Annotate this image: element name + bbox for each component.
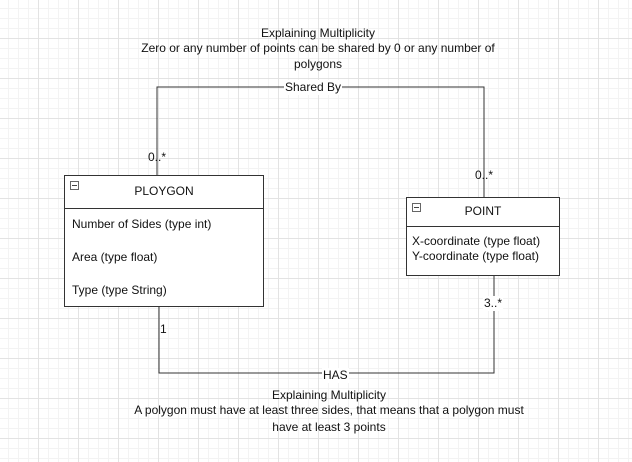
- shared-by-polygon-multiplicity: 0..*: [148, 150, 167, 164]
- top-note-title: Explaining Multiplicity: [260, 26, 376, 40]
- polygon-class-name: PLOYGON: [134, 184, 194, 198]
- polygon-attribute-sides[interactable]: Number of Sides (type int): [72, 217, 212, 231]
- point-class-header: POINT: [407, 198, 559, 227]
- point-attribute-x[interactable]: X-coordinate (type float): [412, 234, 541, 248]
- point-class[interactable]: POINT X-coordinate (type float) Y-coordi…: [406, 197, 560, 276]
- collapse-icon[interactable]: [70, 181, 79, 190]
- has-point-multiplicity: 3..*: [483, 296, 504, 311]
- polygon-class[interactable]: PLOYGON Number of Sides (type int) Area …: [64, 175, 264, 307]
- bottom-note-line1: A polygon must have at least three sides…: [134, 403, 524, 417]
- bottom-note-line2: have at least 3 points: [272, 420, 386, 434]
- point-attribute-y[interactable]: Y-coordinate (type float): [412, 249, 539, 263]
- top-note-line2: polygons: [293, 57, 343, 71]
- polygon-attribute-area[interactable]: Area (type float): [72, 250, 158, 264]
- polygon-attribute-type[interactable]: Type (type String): [72, 283, 167, 297]
- bottom-note-title: Explaining Multiplicity: [271, 388, 387, 402]
- shared-by-label: Shared By: [284, 80, 343, 95]
- polygon-class-header: PLOYGON: [65, 176, 263, 209]
- collapse-icon[interactable]: [412, 203, 421, 212]
- point-class-name: POINT: [464, 204, 502, 218]
- has-label: HAS: [322, 368, 349, 383]
- shared-by-point-multiplicity: 0..*: [475, 168, 494, 182]
- top-note-line1: Zero or any number of points can be shar…: [141, 41, 495, 55]
- has-polygon-multiplicity: 1: [160, 322, 167, 336]
